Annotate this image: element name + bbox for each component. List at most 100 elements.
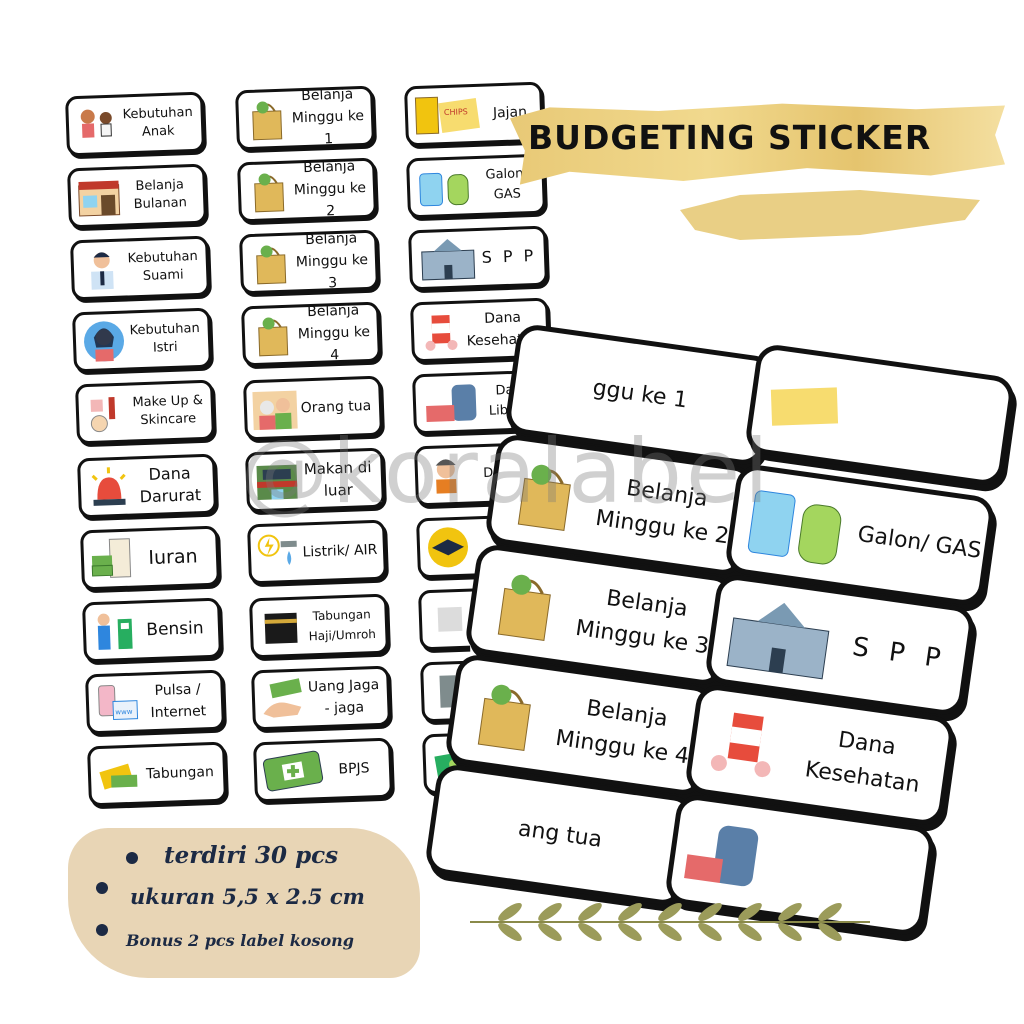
sticker-belanja-minggu-3: Belanja Minggu ke 3 — [238, 229, 380, 295]
zoom-circle: ggu ke 1 Belanja Minggu ke 2 Belanja Min… — [423, 322, 1017, 938]
leaf-branch-icon — [470, 902, 870, 942]
card-icon — [262, 748, 324, 794]
sticker-text: Belanja Minggu ke 1 — [291, 86, 365, 148]
gallon-gas-icon — [741, 479, 861, 574]
makeup-icon — [84, 391, 130, 437]
sticker-text: Belanja Minggu ke 3 — [295, 230, 369, 292]
zoom-sticker: Belanja Minggu ke 4 — [443, 652, 717, 798]
sticker-text: Iuran — [148, 545, 198, 570]
bill-icon — [89, 537, 135, 583]
sticker-tabungan-haji: Tabungan Haji/Umroh — [248, 593, 390, 659]
page-title: BUDGETING STICKER — [528, 118, 932, 157]
sticker-bpjs: BPJS — [252, 737, 394, 803]
sticker-bensin: Bensin — [81, 597, 223, 663]
misc-icon — [427, 597, 473, 643]
sticker-text: Dana Kesehatan — [803, 727, 922, 799]
sticker-make-up-skincare: Make Up & Skincare — [74, 379, 216, 445]
info-line: Bonus 2 pcs label kosong — [126, 931, 354, 950]
sticker-text: Kebutuhan Suami — [127, 248, 198, 284]
sticker-text: S P P — [481, 245, 537, 267]
woman-icon — [81, 319, 127, 365]
sticker-text: Dana Darurat — [139, 463, 202, 507]
sticker-text: Tabungan Haji/Umroh — [308, 607, 377, 644]
luggage-icon — [681, 809, 771, 899]
sticker-text: Uang Jaga - jaga — [307, 676, 380, 717]
zoom-sticker: Belanja Minggu ke 2 — [483, 432, 757, 578]
graduation-icon — [425, 525, 471, 571]
zoom-sticker: Dana Kesehatan — [683, 682, 957, 828]
watermark: @koralabel — [240, 420, 773, 523]
sticker-text: Belanja Minggu ke 2 — [293, 158, 367, 220]
snack-icon — [761, 359, 851, 449]
sticker-text: Make Up & Skincare — [132, 392, 204, 429]
sticker-text: Kebutuhan Anak — [122, 104, 193, 140]
sticker-text: Belanja Minggu ke 3 — [573, 585, 711, 660]
medicine-icon — [701, 699, 791, 789]
sticker-dana-darurat: Dana Darurat — [76, 453, 218, 519]
sticker-dana-kesehatan: Dana Kesehatan — [409, 297, 551, 363]
sticker-tabungan: Tabungan — [86, 741, 228, 807]
grocery-store-icon — [76, 175, 122, 221]
medicine-icon — [419, 309, 465, 355]
sticker-uang-jaga: Uang Jaga - jaga — [250, 665, 392, 731]
sticker-text: S P P — [850, 631, 949, 675]
sticker-jajan: CHIPS Jajan — [403, 81, 545, 147]
electric-water-icon — [256, 531, 302, 577]
sticker-text: ggu ke 1 — [591, 375, 690, 414]
sticker-belanja-minggu-4: Belanja Minggu ke 4 — [240, 301, 382, 367]
sticker-iuran: Iuran — [79, 525, 221, 591]
sticker-kebutuhan-suami: Kebutuhan Suami — [69, 235, 211, 301]
bullet-icon — [96, 924, 108, 936]
school-icon — [417, 236, 478, 282]
siren-icon — [86, 465, 132, 511]
sticker-makan-di-luar: Makan di luar — [244, 447, 386, 513]
sticker-text: Pulsa / Internet — [150, 681, 207, 722]
sticker-text: Belanja Bulanan — [133, 177, 188, 213]
phone-icon: www — [94, 681, 140, 727]
sticker-pulsa-internet: www Pulsa / Internet — [84, 669, 226, 735]
gallon-gas-icon — [415, 164, 476, 210]
sticker-misc-1 — [417, 585, 559, 651]
sticker-belanja-minggu-1: Belanja Minggu ke 1 — [234, 85, 376, 151]
sticker-text: Kebutuhan Istri — [129, 320, 200, 356]
sticker-text: ang tua — [516, 816, 604, 853]
svg-text:CHIPS: CHIPS — [444, 107, 468, 117]
snack-icon: CHIPS — [413, 92, 484, 138]
zoom-sticker: Belanja Minggu ke 3 — [463, 542, 737, 688]
sticker-belanja-minggu-2: Belanja Minggu ke 2 — [236, 157, 378, 223]
sticker-text: Orang tua — [300, 397, 372, 417]
elderly-icon — [252, 387, 298, 433]
sticker-graduation — [415, 513, 557, 579]
luggage-icon — [421, 380, 482, 426]
grocery-bag-icon — [244, 97, 290, 143]
sticker-orang-tua: Orang tua — [242, 375, 384, 441]
sticker-text: Bensin — [146, 618, 204, 641]
gold-brush-stroke — [510, 103, 1005, 185]
info-line: terdiri 30 pcs — [164, 842, 339, 869]
bullet-icon — [96, 882, 108, 894]
grocery-bag-icon — [248, 241, 294, 287]
sticker-dana-liburan: Dana Liburan — [411, 369, 553, 435]
sticker-text: Belanja Minggu ke 4 — [297, 302, 371, 364]
sticker-dana-r: Dana R — [413, 441, 555, 507]
gas-station-icon — [91, 609, 137, 655]
sticker-listrik-air: Listrik/ AIR — [246, 519, 388, 585]
zoom-sticker: Galon/ GAS — [723, 462, 997, 608]
info-line: ukuran 5,5 x 2.5 cm — [130, 884, 365, 909]
info-box: terdiri 30 pcs ukuran 5,5 x 2.5 cm Bonus… — [68, 828, 420, 978]
zoom-sticker — [743, 342, 1017, 488]
sticker-galon-gas: Galon/ GAS — [405, 153, 547, 219]
grocery-bag-icon — [250, 313, 296, 359]
sticker-text: Galon/ GAS — [856, 521, 983, 564]
sticker-kebutuhan-istri: Kebutuhan Istri — [71, 307, 213, 373]
grocery-bag-icon — [481, 559, 571, 649]
zoom-sticker: S P P — [703, 572, 977, 718]
sticker-kebutuhan-anak: Kebutuhan Anak — [64, 91, 206, 157]
sticker-text: BPJS — [338, 760, 370, 778]
sticker-text: Listrik/ AIR — [302, 541, 378, 561]
sticker-text: Tabungan — [145, 764, 215, 783]
zoom-sticker — [663, 792, 937, 938]
bullet-icon — [126, 852, 138, 864]
worker-icon — [423, 453, 469, 499]
